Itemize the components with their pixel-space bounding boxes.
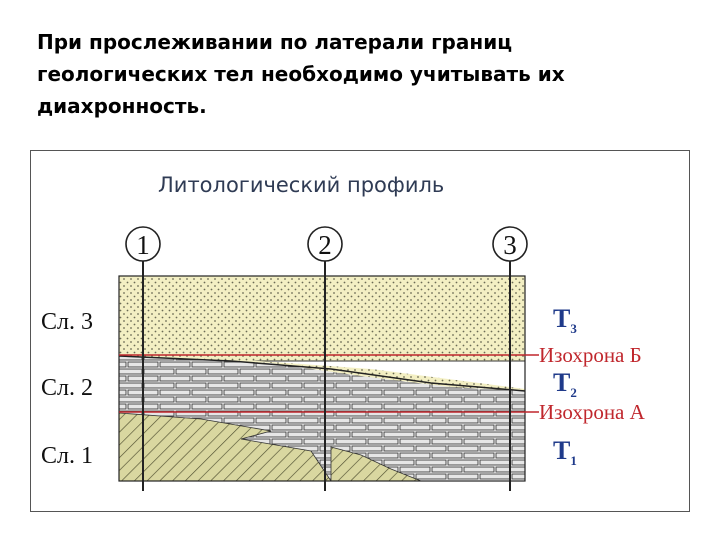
layer-3-sand [118, 275, 526, 362]
well-1-circle [125, 226, 161, 262]
isochron-b-label: Изохрона Б [539, 343, 642, 367]
well-3-label: 3 [503, 230, 517, 260]
time-level-3: Т3 [553, 304, 577, 336]
slide-heading: При прослеживании по латерали границ гео… [37, 30, 565, 118]
well-2-circle [307, 226, 343, 262]
diagram-frame: Литологический профиль [30, 150, 690, 512]
layer-1-wedge [330, 446, 422, 482]
lithology-diagram: 1 2 3 Сл. 3 Сл. 2 Сл. 1 Т3 Т2 Т1 Изохрон… [41, 226, 646, 491]
well-1-label: 1 [136, 230, 150, 260]
profile-title: Литологический профиль [158, 173, 445, 197]
sand-brick-boundary [118, 355, 526, 392]
layer-3-label: Сл. 3 [41, 309, 93, 335]
layer-1-label: Сл. 1 [41, 443, 93, 469]
well-3-circle [492, 226, 528, 262]
well-2-label: 2 [318, 230, 332, 260]
time-level-2: Т2 [553, 368, 577, 400]
time-level-1: Т1 [553, 436, 577, 468]
layer-2-label: Сл. 2 [41, 375, 93, 401]
isochron-a-label: Изохрона А [539, 400, 646, 424]
profile-outline [118, 275, 526, 482]
